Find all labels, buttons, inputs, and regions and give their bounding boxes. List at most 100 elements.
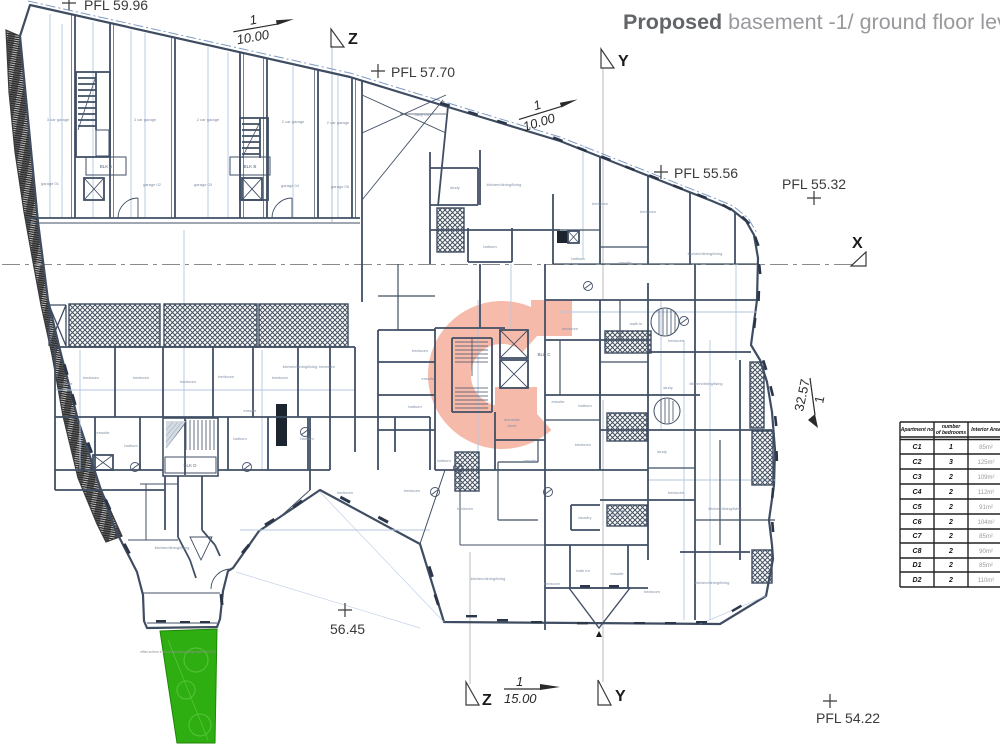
svg-text:PFL 54.22: PFL 54.22 [816, 710, 880, 726]
svg-text:ensuite: ensuite [552, 399, 566, 404]
svg-text:walk in: walk in [630, 321, 642, 326]
svg-text:56.45: 56.45 [330, 621, 365, 637]
svg-text:bedroom: bedroom [337, 490, 353, 495]
svg-text:2: 2 [948, 577, 953, 584]
svg-text:ramp 1:8: ramp 1:8 [415, 113, 429, 117]
svg-text:kitchen/dining/living: kitchen/dining/living [283, 364, 318, 369]
svg-text:91m²: 91m² [979, 505, 993, 511]
svg-text:of bedrooms: of bedrooms [936, 430, 966, 436]
svg-text:85m²: 85m² [979, 563, 993, 569]
svg-text:C6: C6 [913, 519, 922, 526]
svg-text:ensuite: ensuite [422, 376, 436, 381]
svg-text:112m²: 112m² [978, 490, 995, 496]
svg-text:3 car garage: 3 car garage [134, 117, 157, 122]
svg-text:C1: C1 [913, 444, 922, 451]
svg-text:bedroom: bedroom [319, 364, 335, 369]
svg-text:bedroom: bedroom [668, 490, 684, 495]
svg-text:2 car garage: 2 car garage [197, 117, 220, 122]
svg-text:kitchen/dining/living: kitchen/dining/living [487, 182, 522, 187]
svg-text:D1: D1 [913, 562, 922, 569]
svg-text:BLK D: BLK D [183, 463, 197, 468]
svg-text:BLK B: BLK B [244, 164, 257, 169]
svg-text:bath rm: bath rm [576, 568, 590, 573]
svg-text:X: X [852, 235, 863, 252]
svg-text:2: 2 [948, 562, 953, 569]
svg-text:store: store [508, 423, 518, 428]
svg-text:2: 2 [948, 548, 953, 555]
svg-text:109m²: 109m² [977, 475, 994, 481]
svg-text:study: study [657, 449, 667, 454]
svg-text:number: number [942, 424, 961, 430]
svg-text:15.00: 15.00 [504, 691, 537, 706]
svg-text:Z: Z [348, 31, 358, 48]
svg-text:Interior Area: Interior Area [971, 427, 1000, 433]
svg-text:C5: C5 [913, 504, 922, 511]
svg-text:domestic: domestic [504, 417, 520, 422]
svg-text:BLK C: BLK C [537, 352, 551, 357]
svg-text:kitchen/dining/living: kitchen/dining/living [155, 545, 190, 550]
svg-text:85m²: 85m² [979, 445, 993, 451]
svg-text:bedroom: bedroom [412, 348, 428, 353]
svg-text:1: 1 [516, 674, 523, 689]
svg-text:kitchen/dining/living: kitchen/dining/living [471, 576, 506, 581]
svg-text:kitchen/dining/living: kitchen/dining/living [709, 507, 742, 511]
svg-text:garage 01: garage 01 [41, 181, 60, 186]
svg-text:bedroom: bedroom [612, 512, 628, 517]
svg-text:2: 2 [948, 504, 953, 511]
svg-text:C8: C8 [913, 548, 922, 555]
svg-text:bedroom: bedroom [133, 375, 149, 380]
svg-text:bathum: bathum [437, 458, 451, 463]
svg-text:2 car garage: 2 car garage [327, 120, 350, 125]
svg-text:bedroom: bedroom [218, 374, 234, 379]
svg-text:bathum: bathum [408, 404, 422, 409]
svg-text:3: 3 [949, 459, 953, 466]
svg-text:Y: Y [615, 688, 626, 705]
svg-text:Z: Z [482, 692, 492, 709]
svg-text:bedroom: bedroom [640, 209, 656, 214]
svg-text:1: 1 [248, 12, 258, 28]
svg-text:3 car garage: 3 car garage [47, 117, 70, 122]
svg-text:bedroom: bedroom [180, 379, 196, 384]
svg-text:ensuite: ensuite [611, 571, 625, 576]
svg-text:2: 2 [948, 474, 953, 481]
svg-text:bathum: bathum [300, 436, 314, 441]
svg-text:104m²: 104m² [977, 520, 994, 526]
svg-text:1: 1 [531, 97, 542, 113]
svg-text:85m²: 85m² [979, 534, 993, 540]
svg-text:bathum: bathum [578, 403, 592, 408]
svg-text:bedroom: bedroom [457, 506, 473, 511]
svg-text:PFL 55.56: PFL 55.56 [674, 165, 738, 181]
svg-text:Proposed basement -1/ ground f: Proposed basement -1/ ground floor leve [623, 10, 1000, 34]
svg-text:kitchen/dining/living: kitchen/dining/living [688, 251, 723, 256]
svg-text:bedroom: bedroom [668, 338, 684, 343]
svg-text:Apartment no: Apartment no [900, 427, 934, 433]
svg-text:90m²: 90m² [979, 549, 993, 555]
svg-text:Y: Y [618, 53, 629, 70]
svg-text:2: 2 [948, 533, 953, 540]
svg-text:PFL 55.32: PFL 55.32 [782, 176, 846, 192]
svg-text:bedroom: bedroom [562, 326, 578, 331]
svg-text:study: study [663, 385, 673, 390]
svg-text:bedroom: bedroom [592, 201, 608, 206]
svg-text:bedroom: bedroom [404, 488, 420, 493]
svg-text:ensuite: ensuite [524, 458, 538, 463]
svg-text:bedroom: bedroom [644, 589, 660, 594]
svg-text:kitchen/dining/living: kitchen/dining/living [695, 580, 730, 585]
svg-text:bathum: bathum [233, 436, 247, 441]
svg-text:bathum: bathum [571, 256, 585, 261]
svg-text:bedroom: bedroom [610, 508, 626, 513]
svg-text:garage 02: garage 02 [143, 182, 162, 187]
svg-text:2 car garage: 2 car garage [282, 119, 305, 124]
svg-text:D2: D2 [913, 577, 922, 584]
svg-text:study: study [450, 185, 460, 190]
svg-text:110m²: 110m² [978, 578, 995, 584]
svg-text:C2: C2 [913, 459, 922, 466]
svg-text:garage 04: garage 04 [281, 183, 300, 188]
svg-text:bedroom: bedroom [575, 442, 591, 447]
svg-text:bedroom: bedroom [544, 581, 560, 586]
svg-text:ensuite: ensuite [619, 260, 633, 265]
svg-text:C7: C7 [913, 533, 923, 540]
svg-text:125m²: 125m² [977, 460, 994, 466]
svg-text:C3: C3 [913, 474, 922, 481]
svg-text:PFL 59.96: PFL 59.96 [84, 0, 148, 13]
